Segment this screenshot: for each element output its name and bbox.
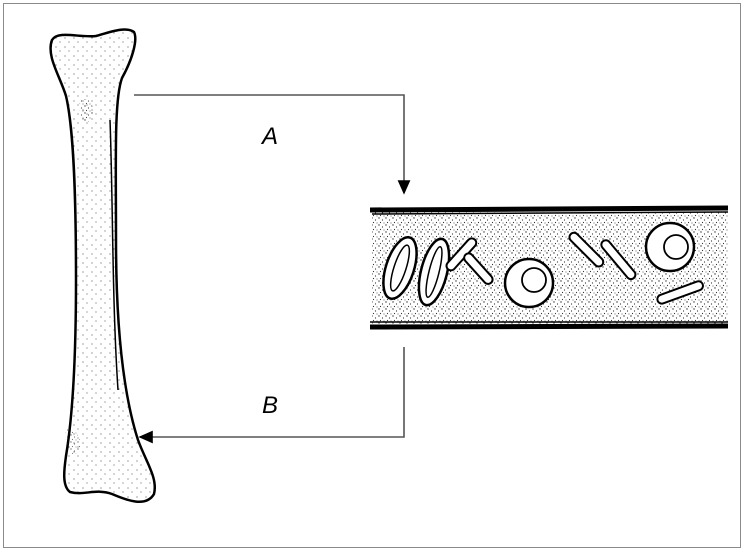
white-cell-2 <box>646 223 694 271</box>
label-a: A <box>260 123 278 150</box>
white-cell-1 <box>505 259 553 307</box>
label-b: B <box>262 392 278 419</box>
bone <box>51 29 155 501</box>
